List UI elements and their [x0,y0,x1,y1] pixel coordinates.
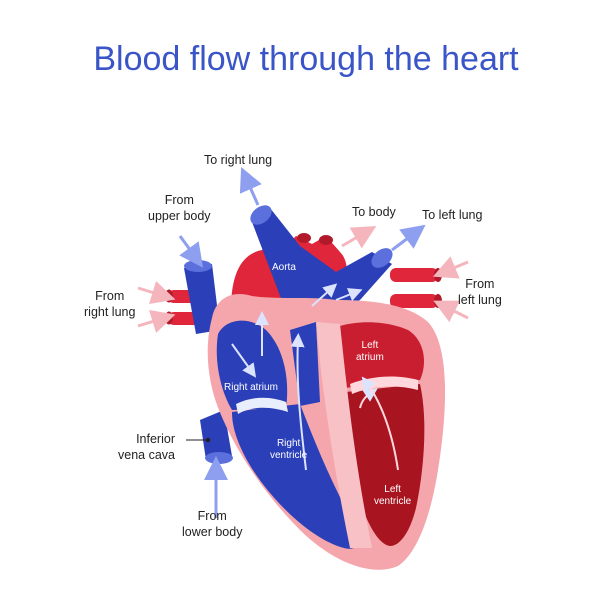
inferior-vena-cava [200,410,232,460]
label-inferior-vena-cava: Inferior vena cava [118,432,175,462]
label-left-atrium: Left atrium [356,340,384,363]
label-to-body: To body [352,205,396,219]
left-pulmonary-veins [390,268,442,308]
tricuspid-valve [236,397,288,414]
septum [316,322,372,548]
label-right-ventricle: Right ventricle [270,438,308,461]
label-from-lower-body: From lower body [182,509,243,539]
label-to-right-lung: To right lung [204,153,273,167]
page-title: Blood flow through the heart [93,40,519,78]
internal-flow-arrows [231,283,399,471]
label-right-atrium: Right atrium [224,382,278,393]
ivc-callout-dot [205,437,211,443]
right-ventricle [232,404,359,549]
external-flow-arrows [137,167,469,518]
label-from-left-lung: From left lung [458,277,502,307]
left-atrium [319,322,424,388]
label-aorta: Aorta [272,262,296,273]
label-left-ventricle: Left ventricle [374,484,412,507]
label-from-right-lung: From right lung [84,289,136,319]
left-ventricle [346,384,425,546]
label-to-left-lung: To left lung [422,208,483,222]
superior-vena-cava [184,264,220,334]
label-from-upper-body: From upper body [148,193,211,223]
